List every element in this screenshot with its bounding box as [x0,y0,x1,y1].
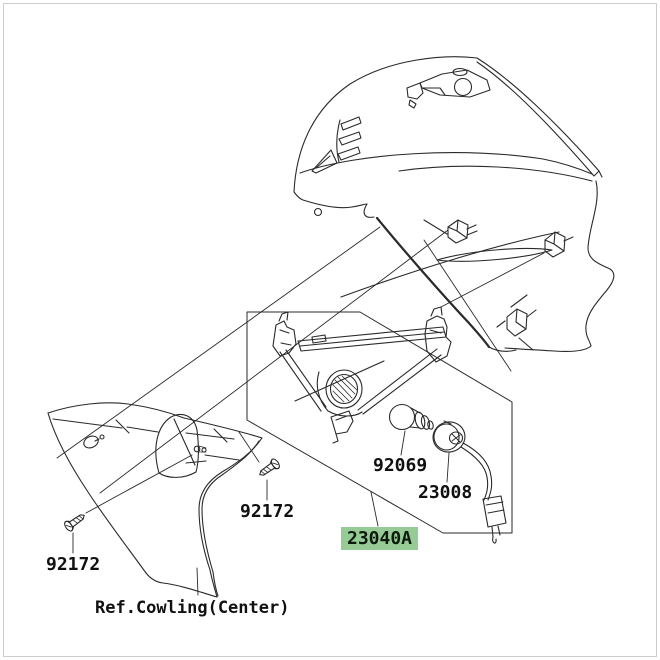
bulb-drawing [390,405,435,431]
part-label-92172-right: 92172 [240,501,295,522]
top-bracket [407,69,490,109]
label-leader-lines [73,431,449,595]
clip-a [424,220,477,243]
part-label-92069: 92069 [373,455,428,476]
part-label-92172-left: 92172 [46,554,101,575]
clip-b [545,232,573,257]
screw-right [257,458,281,480]
vent-slats [337,117,361,162]
wire-connector [483,496,506,543]
upper-cowling-drawing [294,57,614,352]
part-label-23008: 23008 [418,482,473,503]
socket-wire-drawing [430,419,506,543]
reference-cowling-label: Ref.Cowling(Center) [95,598,290,618]
part-label-23040A-highlighted[interactable]: 23040A [341,527,419,550]
lower-cowling-panel-drawing [48,403,262,597]
screw-left [63,511,87,533]
alignment-lines [57,227,544,493]
turn-signal-assembly-drawing [273,307,451,443]
assembly-boundary-box [247,312,512,533]
turn-signal-lens [317,370,362,416]
clip-c [497,295,536,350]
